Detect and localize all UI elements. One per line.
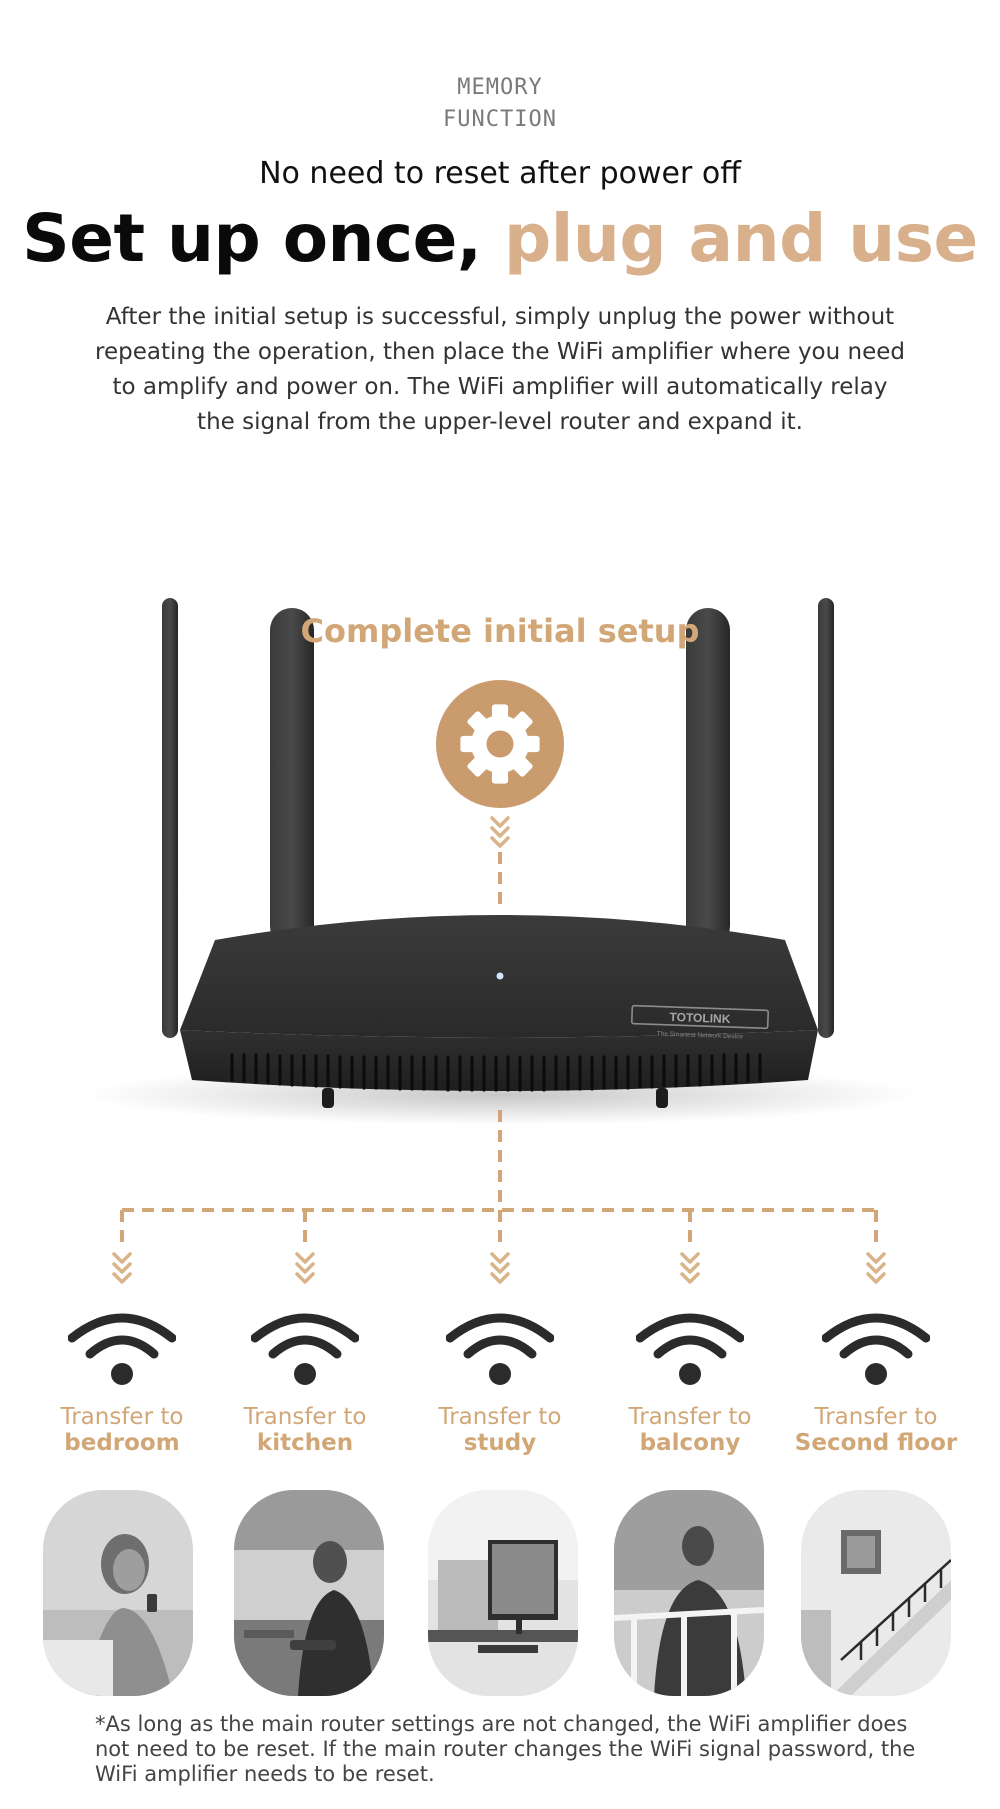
router-brand-plate: TOTOLINK The Smartest Network Device <box>630 1004 770 1041</box>
headline: Set up once, plug and use <box>0 200 1000 277</box>
gear-icon <box>460 704 540 784</box>
destination-label: Transfer to balcony <box>595 1404 785 1456</box>
subheadline: No need to reset after power off <box>259 156 741 191</box>
destination-prefix: Transfer to <box>243 1404 367 1430</box>
destination-balcony: Transfer to balcony <box>595 1310 785 1456</box>
destination-label: Transfer to kitchen <box>210 1404 400 1456</box>
wifi-icon <box>446 1313 554 1385</box>
router-brand-text: TOTOLINK <box>669 1010 731 1026</box>
destination-second-floor: Transfer to Second floor <box>781 1310 971 1456</box>
chevron-down-icon <box>490 816 510 848</box>
footnote: *As long as the main router settings are… <box>95 1712 916 1786</box>
destination-room: balcony <box>639 1430 741 1456</box>
destination-label: Transfer to Second floor <box>781 1404 971 1456</box>
description-paragraph: After the initial setup is successful, s… <box>95 304 905 435</box>
destination-room: study <box>463 1430 537 1456</box>
chevron-down-icon <box>295 1252 315 1284</box>
setup-badge <box>436 680 564 808</box>
router-vents <box>230 1053 762 1092</box>
destination-prefix: Transfer to <box>60 1404 184 1430</box>
status-led <box>496 972 504 980</box>
router-illustration: TOTOLINK The Smartest Network Device <box>80 598 920 1125</box>
section-eyebrow: MEMORY FUNCTION <box>0 72 1000 136</box>
wifi-icon <box>251 1313 359 1385</box>
headline-accent: plug and use <box>503 200 978 277</box>
eyebrow-line-2: FUNCTION <box>443 107 557 132</box>
photo-second-floor <box>801 1490 951 1696</box>
wifi-icon <box>822 1313 930 1385</box>
photo-study <box>428 1490 578 1696</box>
headline-main: Set up once, <box>22 200 504 277</box>
wifi-icon <box>68 1313 176 1385</box>
wifi-icon <box>636 1313 744 1385</box>
chevron-down-icon <box>680 1252 700 1284</box>
destination-prefix: Transfer to <box>628 1404 752 1430</box>
destination-study: Transfer to study <box>405 1310 595 1456</box>
destination-bedroom: Transfer to bedroom <box>27 1310 217 1456</box>
chevron-down-icon <box>866 1252 886 1284</box>
eyebrow-line-1: MEMORY <box>457 75 543 100</box>
chevron-down-icon <box>490 1252 510 1284</box>
destination-room: kitchen <box>256 1430 354 1456</box>
router-tagline-text: The Smartest Network Device <box>657 1030 744 1040</box>
destination-prefix: Transfer to <box>438 1404 562 1430</box>
photo-bedroom <box>43 1490 193 1696</box>
destination-room: bedroom <box>64 1430 180 1456</box>
chevron-down-icon <box>112 1252 132 1284</box>
destination-kitchen: Transfer to kitchen <box>210 1310 400 1456</box>
destination-label: Transfer to study <box>405 1404 595 1456</box>
photo-balcony <box>614 1490 764 1696</box>
destination-prefix: Transfer to <box>814 1404 938 1430</box>
destination-room: Second floor <box>794 1430 958 1456</box>
setup-title: Complete initial setup <box>300 612 700 650</box>
destination-label: Transfer to bedroom <box>27 1404 217 1456</box>
photo-kitchen <box>234 1490 384 1696</box>
